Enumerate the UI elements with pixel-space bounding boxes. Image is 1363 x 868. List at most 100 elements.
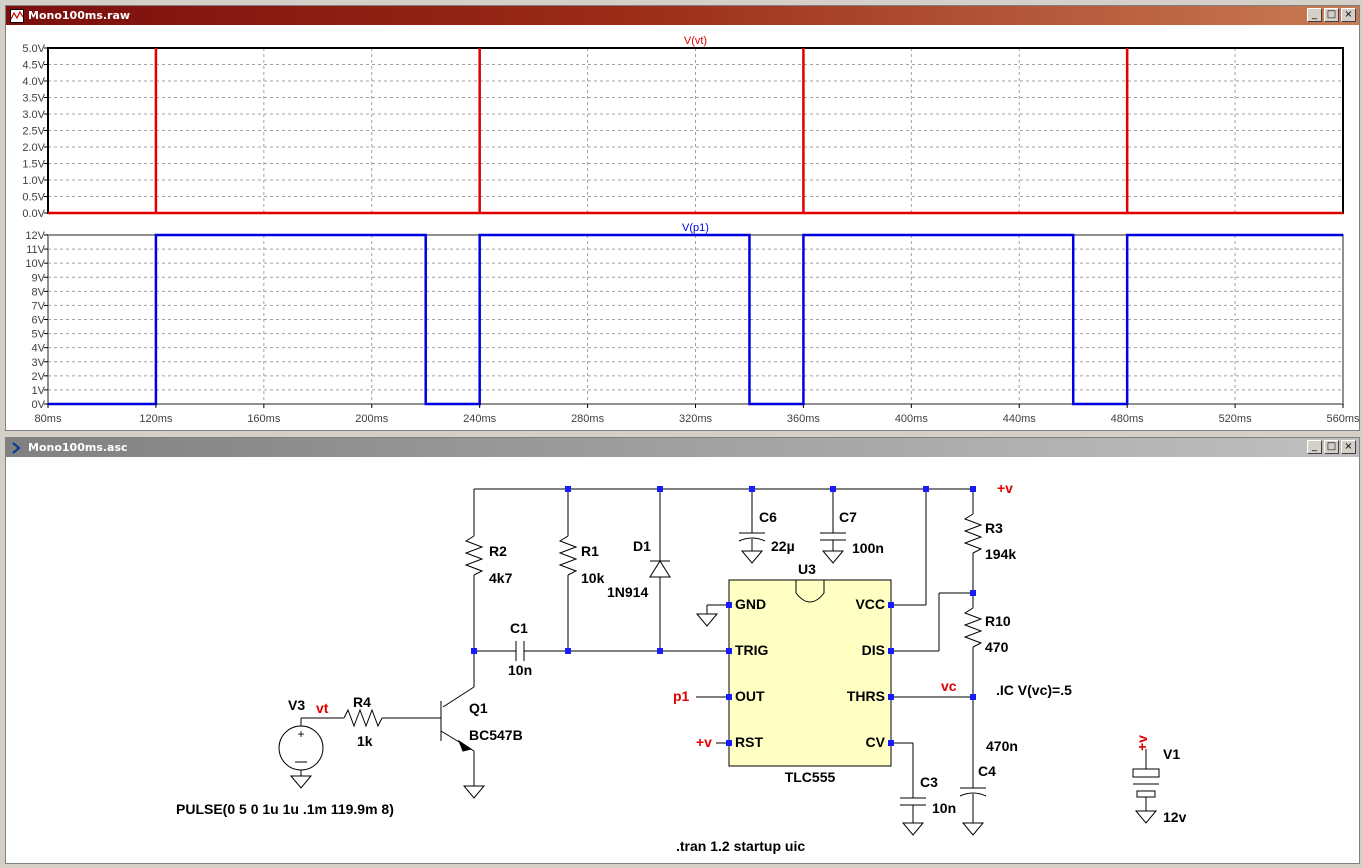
r3-value: 194k: [985, 546, 1016, 562]
y-tick-label: 4.5V: [22, 60, 45, 72]
y-tick-label: 4.0V: [22, 76, 45, 88]
pin-out: OUT: [735, 688, 765, 704]
r4-label: R4: [353, 694, 371, 710]
y-tick-label: 5V: [32, 329, 46, 341]
net-label-rst-plusv: +v: [696, 734, 712, 750]
d1-label: D1: [633, 538, 651, 554]
c7-value: 100n: [852, 540, 884, 556]
trace-vvt: [48, 48, 1343, 215]
r4-value: 1k: [357, 733, 373, 749]
d1-value: 1N914: [607, 584, 648, 600]
net-label-vc: vc: [941, 678, 957, 694]
c3-value: 10n: [932, 800, 956, 816]
waveform-plot-area[interactable]: 0.0V 0.5V 1.0V 1.5V 2.0V 2.5V 3.0V 3.5V 4.0V 4.5V…: [6, 26, 1360, 435]
y-tick-label: 11V: [26, 244, 45, 256]
v1-label: V1: [1163, 746, 1180, 762]
svg-text:+: +: [297, 727, 304, 741]
y-tick-label: 8V: [32, 286, 46, 298]
r3-label: R3: [985, 520, 1003, 536]
x-tick-label: 160ms: [247, 413, 281, 425]
y-tick-label: 5.0V: [22, 43, 45, 55]
u3-label: U3: [798, 561, 816, 577]
trace-title: V(p1): [682, 222, 709, 234]
y-tick-label: 3.0V: [22, 109, 45, 121]
pulse-spec: PULSE(0 5 0 1u 1u .1m 119.9m 8): [176, 801, 394, 817]
x-tick-label: 120ms: [139, 413, 173, 425]
y-tick-label: 2.0V: [22, 142, 45, 154]
ic-555-body[interactable]: [728, 579, 892, 767]
v3-label: V3: [288, 697, 305, 713]
y-tick-label: 1.0V: [22, 175, 45, 187]
c1-label: C1: [510, 620, 528, 636]
y-tick-label: 7V: [32, 300, 46, 312]
x-tick-label: 560ms: [1326, 413, 1359, 425]
pin-rst: RST: [735, 734, 763, 750]
schematic-drawing[interactable]: + R2 4k7 R1 10k D1 1: [6, 458, 1359, 863]
x-tick-label: 320ms: [679, 413, 713, 425]
x-tick-label: 200ms: [355, 413, 389, 425]
y-tick-label: 2V: [32, 371, 46, 383]
c7-label: C7: [839, 509, 857, 525]
v1-value: 12v: [1163, 809, 1187, 825]
r10-value: 470: [985, 639, 1009, 655]
c4-value: 470n: [986, 738, 1018, 754]
x-tick-label: 480ms: [1111, 413, 1145, 425]
y-tick-label: 3.5V: [22, 93, 45, 105]
minimize-button[interactable]: _: [1307, 8, 1322, 22]
waveform-window: Mono100ms.raw _ □ × 0.0V 0.5V 1.0V 1.5V 2.0V…: [5, 5, 1360, 431]
schematic-window-title: Mono100ms.asc: [28, 441, 128, 454]
y-tick-label: 6V: [32, 315, 46, 327]
trace-title: V(vt): [684, 35, 707, 47]
c1-value: 10n: [508, 662, 532, 678]
x-tick-label: 80ms: [35, 413, 62, 425]
r1-value: 10k: [581, 570, 605, 586]
c4-label: C4: [978, 763, 996, 779]
pin-thrs: THRS: [847, 688, 885, 704]
net-label-plusv: +v: [997, 480, 1013, 496]
trace-vp1: [48, 233, 1343, 406]
y-tick-label: 3V: [32, 357, 46, 369]
pin-trig: TRIG: [735, 642, 769, 658]
net-label-v1-plusv: +v: [1134, 735, 1150, 751]
y-tick-label: 2.5V: [22, 126, 45, 138]
r2-value: 4k7: [489, 570, 513, 586]
x-tick-label: 280ms: [571, 413, 605, 425]
waveform-plots[interactable]: 0.0V 0.5V 1.0V 1.5V 2.0V 2.5V 3.0V 3.5V 4.0V 4.5V…: [6, 26, 1360, 430]
r10-label: R10: [985, 613, 1011, 629]
c6-value: 22µ: [771, 538, 795, 554]
x-tick-label: 360ms: [787, 413, 821, 425]
net-label-vt: vt: [316, 700, 329, 716]
ic-part-label: TLC555: [785, 769, 836, 785]
schematic-window: Mono100ms.asc _ □ ×: [5, 437, 1360, 864]
x-tick-label: 240ms: [463, 413, 497, 425]
x-tick-label: 440ms: [1003, 413, 1037, 425]
pin-vcc: VCC: [855, 596, 885, 612]
close-button[interactable]: ×: [1341, 8, 1356, 22]
y-tick-label: 0.5V: [22, 192, 45, 204]
r1-label: R1: [581, 543, 599, 559]
y-tick-label: 12V: [25, 230, 45, 242]
x-tick-label: 520ms: [1219, 413, 1253, 425]
y-tick-label: 1V: [32, 385, 46, 397]
close-button[interactable]: ×: [1341, 440, 1356, 454]
tran-directive: .tran 1.2 startup uic: [676, 838, 805, 854]
waveform-app-icon: [10, 8, 24, 23]
x-tick-label: 400ms: [895, 413, 929, 425]
y-tick-label: 0.0V: [22, 208, 45, 220]
schematic-canvas[interactable]: + R2 4k7 R1 10k D1 1: [6, 458, 1359, 868]
maximize-button[interactable]: □: [1324, 8, 1339, 22]
q1-value: BC547B: [469, 727, 523, 743]
waveform-titlebar[interactable]: Mono100ms.raw _ □ ×: [6, 6, 1359, 25]
minimize-button[interactable]: _: [1307, 440, 1322, 454]
ic-directive: .IC V(vc)=.5: [996, 682, 1072, 698]
waveform-window-title: Mono100ms.raw: [28, 9, 131, 22]
schematic-titlebar[interactable]: Mono100ms.asc _ □ ×: [6, 438, 1359, 457]
y-tick-label: 1.5V: [22, 159, 45, 171]
y-tick-label: 10V: [25, 258, 45, 270]
q1-label: Q1: [469, 700, 488, 716]
r2-label: R2: [489, 543, 507, 559]
c3-label: C3: [920, 774, 938, 790]
c6-label: C6: [759, 509, 777, 525]
maximize-button[interactable]: □: [1324, 440, 1339, 454]
net-label-p1: p1: [673, 688, 690, 704]
